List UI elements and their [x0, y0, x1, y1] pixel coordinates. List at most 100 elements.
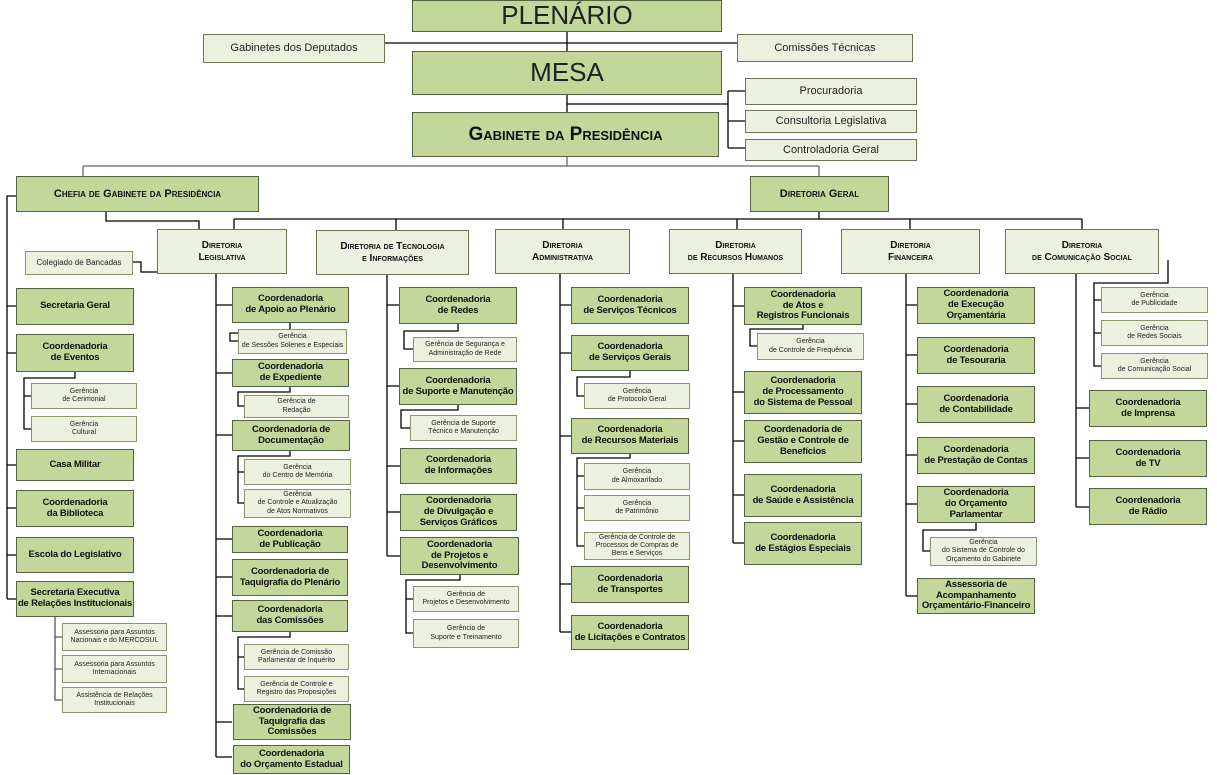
- box-label: Assessoria para Assuntos Nacionais e do …: [70, 628, 159, 644]
- box-label: Diretoria de Tecnologia e Informações: [340, 241, 445, 264]
- box-label: Gerência de Publicidade: [1131, 291, 1178, 307]
- box-gerencia-legislativa-10: Gerência de Comissão Parlamentar de Inqu…: [244, 644, 349, 670]
- box-unit-rh-5: Coordenadoria de Estágios Especiais: [744, 522, 862, 565]
- box-gerencia-legislativa-11: Gerência de Controle e Registro das Prop…: [244, 676, 349, 702]
- box-unit-administrativa-3: Coordenadoria de Recursos Materiais: [571, 418, 689, 454]
- box-label: Diretoria Financeira: [888, 240, 933, 263]
- box-label: Coordenadoria de Informações: [424, 454, 493, 476]
- box-procuradoria: Procuradoria: [745, 78, 917, 105]
- box-gerencia-chefia-9: Assessoria para Assuntos Internacionais: [62, 655, 167, 683]
- box-label: Colegiado de Bancadas: [36, 258, 122, 268]
- box-label: Coordenadoria de Estágios Especiais: [755, 531, 851, 554]
- box-label: Gerência de Almoxarifado: [611, 468, 663, 484]
- box-unit-tecnologia-6: Coordenadoria de Projetos e Desenvolvime…: [400, 537, 519, 575]
- box-unit-comunicacao-4: Coordenadoria de TV: [1089, 440, 1207, 477]
- box-label: Coordenadoria de Suporte e Manutenção: [402, 374, 514, 397]
- box-unit-chefia-1: Coordenadoria de Eventos: [16, 334, 134, 372]
- box-label: Comissões Técnicas: [774, 41, 876, 54]
- box-label: Procuradoria: [799, 85, 863, 98]
- box-unit-legislativa-2: Coordenadoria de Expediente: [232, 359, 349, 387]
- box-label: Coordenadoria de Recursos Materiais: [581, 424, 679, 446]
- box-unit-legislativa-4: Coordenadoria de Documentação: [232, 420, 350, 451]
- box-label: Coordenadoria de Execução Orçamentária: [943, 288, 1009, 321]
- box-unit-financeira-2: Coordenadoria de Contabilidade: [917, 386, 1035, 423]
- box-label: Secretaria Executiva de Relações Institu…: [17, 587, 133, 609]
- box-unit-financeira-4: Coordenadoria do Orçamento Parlamentar: [917, 486, 1035, 523]
- box-label: Assessoria de Acompanhamento Orçamentári…: [921, 578, 1031, 612]
- box-unit-tecnologia-2: Coordenadoria de Suporte e Manutenção: [399, 368, 517, 405]
- box-gerencia-rh-1: Gerência de Controle de Frequência: [757, 333, 864, 360]
- box-label: Coordenadoria de Apoio ao Plenário: [245, 293, 336, 315]
- box-label: Gerência de Sessões Solenes e Especiais: [241, 333, 344, 349]
- box-label: Controladoria Geral: [783, 143, 879, 156]
- box-label: Coordenadoria de Documentação: [251, 423, 331, 446]
- box-unit-comunicacao-5: Coordenadoria de Rádio: [1089, 488, 1207, 525]
- box-label: Coordenadoria de Saúde e Assistência: [752, 483, 854, 506]
- box-gerencia-tecnologia-1: Gerência de Segurança e Administração de…: [413, 337, 517, 362]
- box-gerencia-chefia-8: Assessoria para Assuntos Nacionais e do …: [62, 623, 167, 651]
- box-label: Gerência de Controle e Atualização de At…: [257, 491, 338, 515]
- box-label: Consultoria Legislativa: [775, 115, 887, 128]
- box-label: Chefia de Gabinete da Presidência: [53, 187, 222, 200]
- box-label: Gerência de Redes Sociais: [1127, 324, 1182, 340]
- box-label: Coordenadoria de Gestão e Controle de Be…: [757, 424, 849, 457]
- box-diretoria-legislativa: Diretoria Legislativa: [157, 229, 287, 274]
- box-plenario: PLENÁRIO: [412, 0, 722, 32]
- box-unit-tecnologia-0: Coordenadoria de Redes: [399, 287, 517, 324]
- box-gerencia-chefia-10: Assistência de Relações Institucionais: [62, 687, 167, 713]
- box-label: Coordenadoria de Licitações e Contratos: [574, 620, 686, 643]
- box-unit-administrativa-1: Coordenadoria de Serviços Gerais: [571, 335, 689, 371]
- box-unit-legislativa-13: Coordenadoria do Orçamento Estadual: [233, 745, 350, 774]
- box-label: PLENÁRIO: [501, 0, 633, 31]
- box-gerencia-administrativa-5: Gerência de Patrimônio: [584, 495, 690, 521]
- box-label: Gerência de Segurança e Administração de…: [425, 341, 505, 357]
- box-gerencia-tecnologia-8: Gerência de Suporte e Treinamento: [413, 619, 519, 648]
- box-label: Diretoria Administrativa: [531, 240, 593, 263]
- box-colegiado-bancadas: Colegiado de Bancadas: [25, 251, 133, 275]
- box-gerencia-administrativa-6: Gerência de Controle de Processos de Com…: [584, 532, 690, 560]
- box-diretoria-tecnologia: Diretoria de Tecnologia e Informações: [316, 230, 469, 275]
- box-label: MESA: [530, 57, 604, 88]
- box-label: Assessoria para Assuntos Internacionais: [74, 660, 155, 676]
- box-gerencia-legislativa-6: Gerência de Controle e Atualização de At…: [244, 489, 351, 518]
- box-label: Coordenadoria de Serviços Gerais: [589, 341, 671, 363]
- box-unit-tecnologia-5: Coordenadoria de Divulgação e Serviços G…: [400, 494, 517, 531]
- box-unit-financeira-3: Coordenadoria de Prestação de Contas: [917, 437, 1035, 474]
- box-label: Coordenadoria de Redes: [425, 293, 491, 316]
- box-unit-legislativa-7: Coordenadoria de Publicação: [232, 526, 348, 553]
- box-label: Gerência de Comunicação Social: [1117, 357, 1192, 373]
- box-unit-rh-3: Coordenadoria de Gestão e Controle de Be…: [744, 420, 862, 463]
- box-label: Coordenadoria de Divulgação e Serviços G…: [419, 495, 498, 528]
- box-label: Gerência de Comissão Parlamentar de Inqu…: [257, 648, 336, 664]
- box-gerencia-tecnologia-3: Gerência de Suporte Técnico e Manutenção: [410, 415, 517, 441]
- box-unit-administrativa-7: Coordenadoria de Transportes: [571, 566, 689, 603]
- box-label: Gerência de Cerimonial: [62, 387, 106, 403]
- box-label: Coordenadoria de Projetos e Desenvolvime…: [421, 538, 498, 572]
- box-unit-legislativa-9: Coordenadoria das Comissões: [232, 600, 348, 632]
- box-label: Gerência de Protocolo Geral: [607, 387, 667, 403]
- box-unit-rh-4: Coordenadoria de Saúde e Assistência: [744, 474, 862, 517]
- box-unit-financeira-6: Assessoria de Acompanhamento Orçamentári…: [917, 578, 1035, 614]
- box-label: Gerência Cultural: [69, 420, 99, 436]
- box-unit-financeira-0: Coordenadoria de Execução Orçamentária: [917, 287, 1035, 324]
- box-label: Gabinete da Presidência: [468, 123, 663, 145]
- box-label: Gerência de Controle de Processos de Com…: [595, 533, 679, 558]
- box-label: Coordenadoria de Taquigrafia do Plenário: [239, 565, 341, 588]
- box-label: Coordenadoria de Publicação: [257, 527, 323, 550]
- box-unit-legislativa-12: Coordenadoria de Taquigrafia das Comissõ…: [233, 704, 351, 740]
- box-mesa: MESA: [412, 51, 722, 95]
- box-unit-legislativa-0: Coordenadoria de Apoio ao Plenário: [232, 287, 349, 323]
- box-unit-chefia-6: Escola do Legislativo: [16, 537, 134, 573]
- box-consultoria-legislativa: Consultoria Legislativa: [745, 110, 917, 133]
- box-diretoria-administrativa: Diretoria Administrativa: [495, 229, 630, 274]
- box-label: Coordenadoria de Atos e Registros Funcio…: [756, 288, 850, 322]
- box-label: Gerência do Sistema de Controle do Orçam…: [942, 539, 1025, 563]
- box-label: Gerência do Centro de Memória: [262, 463, 333, 479]
- box-gerencia-comunicacao-2: Gerência de Comunicação Social: [1101, 353, 1208, 379]
- box-label: Coordenadoria de Processamento do Sistem…: [753, 375, 853, 408]
- box-label: Escola do Legislativo: [28, 548, 122, 560]
- box-label: Coordenadoria de Taquigrafia das Comissõ…: [252, 704, 332, 738]
- box-label: Coordenadoria de Transportes: [597, 572, 663, 595]
- box-label: Coordenadoria de Serviços Técnicos: [583, 293, 677, 316]
